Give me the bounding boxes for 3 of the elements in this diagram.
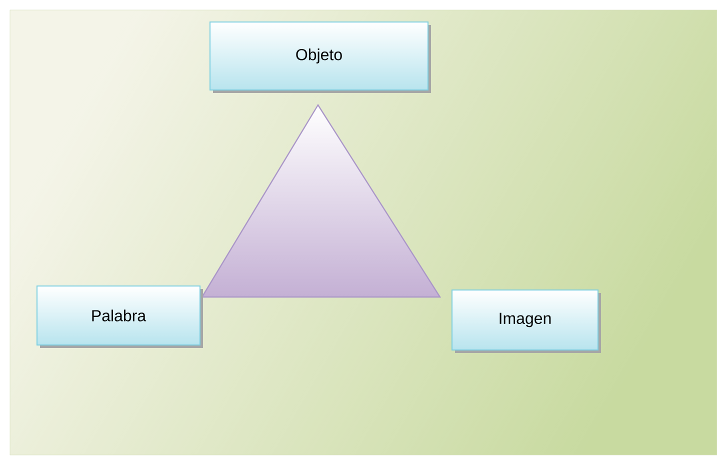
label-box: Imagen: [452, 290, 598, 350]
label-box: Palabra: [36, 286, 200, 346]
label-box: Objeto: [210, 22, 428, 90]
